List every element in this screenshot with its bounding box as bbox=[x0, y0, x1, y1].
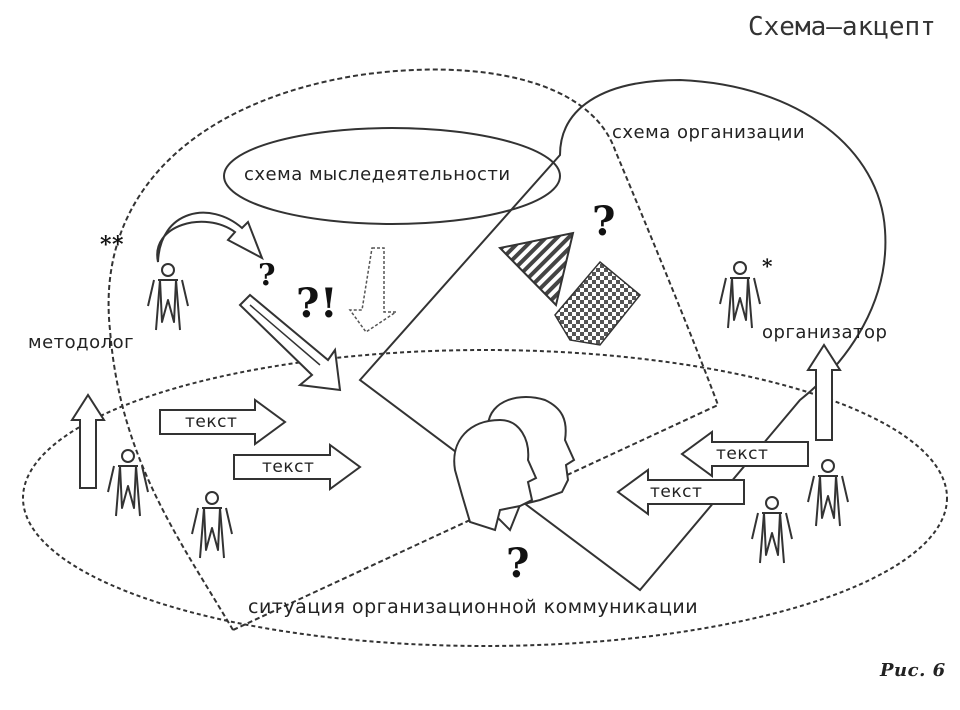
person-methodologist bbox=[147, 263, 189, 331]
label-scheme-thinking: схема мыследеятельности bbox=[244, 164, 511, 185]
text-arrow-3 bbox=[680, 430, 809, 478]
label-situation: ситуация организационной коммуникации bbox=[248, 596, 699, 618]
hatched-triangle bbox=[497, 231, 575, 307]
text-arrow-label-4: текст bbox=[650, 482, 703, 502]
person-left-1 bbox=[107, 449, 149, 517]
organization-scheme-outline bbox=[358, 78, 887, 592]
methodology-boundary bbox=[107, 68, 720, 632]
label-scheme-organization: схема организации bbox=[612, 122, 806, 143]
question-mark-3: ? bbox=[506, 540, 530, 587]
text-arrow-label-3: текст bbox=[716, 444, 769, 464]
star-mark: * bbox=[762, 254, 773, 278]
label-organizer: организатор bbox=[762, 322, 888, 343]
curved-arrow bbox=[156, 211, 264, 263]
double-star-mark: ** bbox=[100, 232, 125, 258]
person-organizer bbox=[719, 261, 761, 329]
up-arrow-left bbox=[70, 393, 106, 489]
text-arrow-1 bbox=[159, 398, 287, 446]
checkered-shape bbox=[554, 260, 642, 346]
head-front bbox=[453, 418, 538, 532]
text-arrow-label-1: текст bbox=[185, 412, 238, 432]
label-methodologist: методолог bbox=[28, 332, 135, 353]
text-arrow-2 bbox=[233, 443, 362, 491]
text-arrow-4 bbox=[616, 468, 745, 516]
question-mark-1: ? bbox=[258, 258, 277, 293]
question-excl-mark: ?! bbox=[296, 280, 338, 327]
scheme-thinking-ellipse bbox=[223, 127, 561, 225]
diagram-title: Схема–акцепт bbox=[748, 12, 936, 42]
text-arrow-label-2: текст bbox=[262, 457, 315, 477]
person-left-2 bbox=[191, 491, 233, 559]
person-right-1 bbox=[807, 459, 849, 527]
up-arrow-right bbox=[806, 343, 842, 441]
question-mark-2: ? bbox=[592, 198, 616, 245]
figure-caption: Рис. 6 bbox=[880, 660, 946, 681]
dashed-down-arrow bbox=[348, 247, 399, 334]
person-right-2 bbox=[751, 496, 793, 564]
situation-ellipse bbox=[22, 349, 948, 647]
